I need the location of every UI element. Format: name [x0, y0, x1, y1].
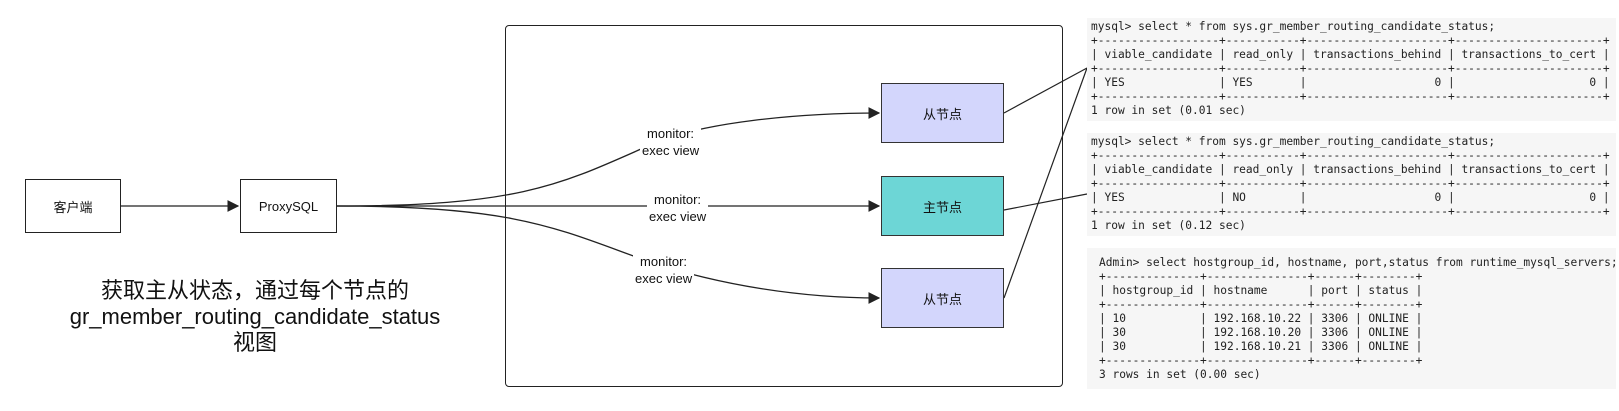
slave-node-top: 从节点	[881, 83, 1004, 143]
terminal-line: mysql> select * from sys.gr_member_routi…	[1091, 20, 1496, 33]
terminal-line: +------------------+-----------+--------…	[1091, 205, 1610, 218]
terminal-line: 1 row in set (0.12 sec)	[1091, 219, 1246, 232]
slave-bottom-label: 从节点	[922, 291, 962, 307]
edge-label-monitor-middle: monitor: exec view	[647, 191, 709, 225]
link-master-to-terminal	[1003, 193, 1088, 211]
terminal-line: mysql> select * from sys.gr_member_routi…	[1091, 135, 1496, 148]
client-node: 客户端	[25, 179, 121, 233]
terminal-line: | YES | YES | 0 | 0 |	[1091, 76, 1610, 89]
client-label: 客户端	[53, 199, 93, 215]
cluster-group-frame	[505, 25, 1063, 387]
diagram-caption: 获取主从状态，通过每个节点的 gr_member_routing_candida…	[50, 278, 460, 356]
edge-label-monitor-bottom: monitor: exec view	[633, 253, 695, 287]
slave-node-bottom: 从节点	[881, 268, 1004, 328]
terminal-line: Admin> select hostgroup_id, hostname, po…	[1099, 256, 1618, 269]
terminal-line: +--------------+---------------+------+-…	[1099, 354, 1423, 367]
terminal-line: | 30 | 192.168.10.20 | 3306 | ONLINE |	[1099, 326, 1423, 339]
caption-line: gr_member_routing_candidate_status	[69, 304, 441, 329]
terminal-line: +--------------+---------------+------+-…	[1099, 298, 1423, 311]
terminal-line: 1 row in set (0.01 sec)	[1091, 104, 1246, 117]
proxysql-node: ProxySQL	[240, 179, 337, 233]
terminal-line: | hostgroup_id | hostname | port | statu…	[1099, 284, 1423, 297]
link-slave-top-to-terminal	[1003, 67, 1088, 114]
terminal-line: | viable_candidate | read_only | transac…	[1091, 48, 1610, 61]
terminal-line: +------------------+-----------+--------…	[1091, 90, 1610, 103]
terminal-output-master: mysql> select * from sys.gr_member_routi…	[1087, 133, 1616, 236]
edge-label-monitor-top: monitor: exec view	[640, 125, 702, 159]
terminal-line: +--------------+---------------+------+-…	[1099, 270, 1423, 283]
slave-top-label: 从节点	[922, 106, 962, 122]
caption-line: 视图	[232, 330, 277, 355]
edge-label-line: monitor:	[640, 254, 688, 269]
master-label: 主节点	[922, 199, 962, 215]
link-slave-bottom-to-terminal	[1003, 67, 1088, 299]
terminal-output-slave-top: mysql> select * from sys.gr_member_routi…	[1087, 18, 1616, 121]
edge-label-line: exec view	[649, 209, 707, 224]
edge-label-line: monitor:	[647, 126, 695, 141]
terminal-line: | 30 | 192.168.10.21 | 3306 | ONLINE |	[1099, 340, 1423, 353]
edge-label-line: exec view	[642, 143, 700, 158]
edge-label-line: exec view	[635, 271, 693, 286]
terminal-line: | viable_candidate | read_only | transac…	[1091, 163, 1610, 176]
caption-line: 获取主从状态，通过每个节点的	[100, 278, 409, 303]
terminal-line: | 10 | 192.168.10.22 | 3306 | ONLINE |	[1099, 312, 1423, 325]
terminal-line: 3 rows in set (0.00 sec)	[1099, 368, 1261, 381]
terminal-line: +------------------+-----------+--------…	[1091, 34, 1610, 47]
terminal-output-runtime-servers: Admin> select hostgroup_id, hostname, po…	[1087, 248, 1618, 389]
proxysql-label: ProxySQL	[258, 198, 319, 214]
terminal-line: +------------------+-----------+--------…	[1091, 62, 1610, 75]
edge-label-line: monitor:	[654, 192, 702, 207]
master-node: 主节点	[881, 176, 1004, 236]
terminal-line: | YES | NO | 0 | 0 |	[1091, 191, 1610, 204]
terminal-line: +------------------+-----------+--------…	[1091, 177, 1610, 190]
terminal-line: +------------------+-----------+--------…	[1091, 149, 1610, 162]
